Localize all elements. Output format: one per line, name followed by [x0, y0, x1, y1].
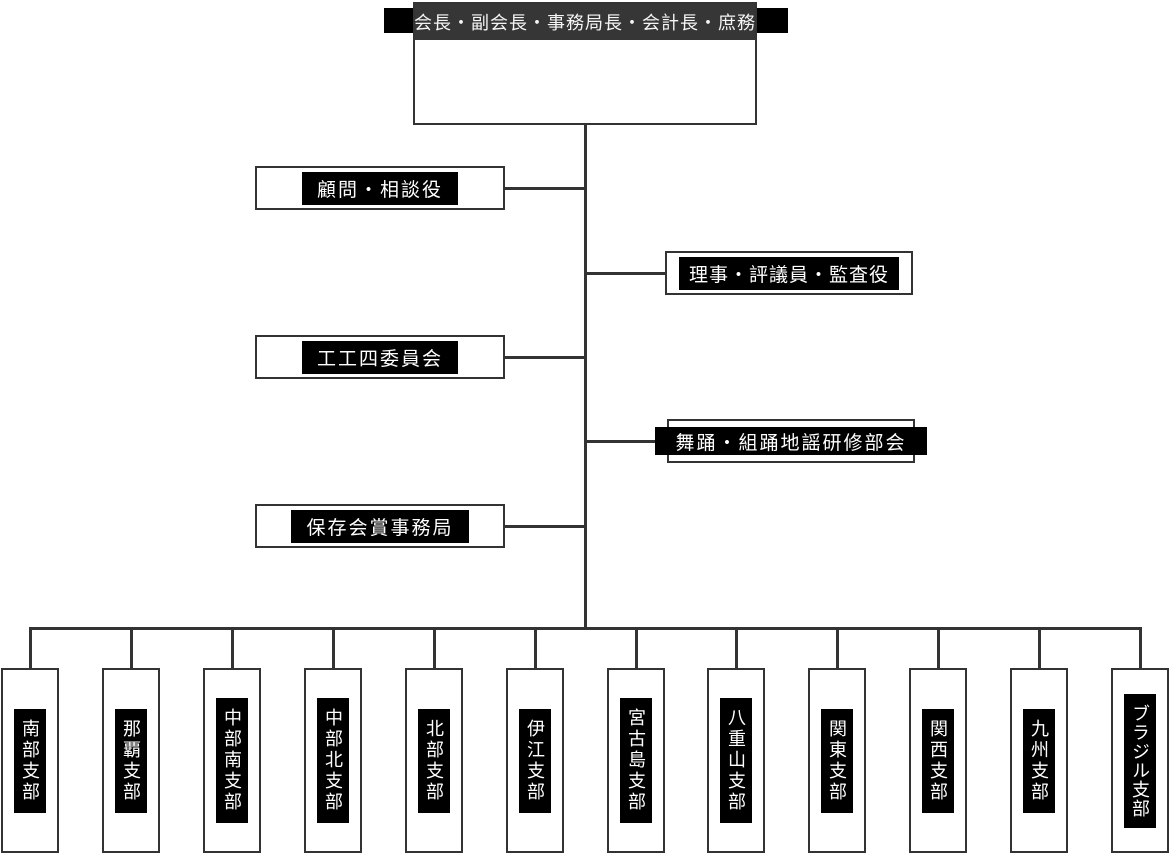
branch-label: ブラジル支部	[1124, 693, 1156, 828]
branch-yaeyama: 八重山支部	[707, 668, 765, 853]
branch-hokubu: 北部支部	[405, 668, 463, 853]
connector-advisors	[505, 187, 585, 190]
node-directors: 理事・評議員・監査役	[665, 251, 913, 295]
branch-stub	[735, 627, 738, 668]
branch-chubu-minami: 中部南支部	[203, 668, 261, 853]
branch-label: 北部支部	[418, 708, 450, 813]
branch-label: 南部支部	[14, 708, 46, 813]
trunk-line	[584, 123, 587, 630]
branch-stub	[29, 627, 32, 668]
connector-kunkunshi	[505, 356, 585, 359]
connector-dance	[585, 440, 665, 443]
branch-label: 関西支部	[922, 708, 954, 813]
node-dance-training-label: 舞踊・組踊地謡研修部会	[655, 427, 927, 455]
branch-label: 中部南支部	[216, 698, 248, 823]
branch-ie: 伊江支部	[506, 668, 564, 853]
node-dance-training: 舞踊・組踊地謡研修部会	[655, 419, 927, 463]
branch-chubu-kita: 中部北支部	[304, 668, 362, 853]
branch-label: 八重山支部	[720, 698, 752, 823]
branch-kanto: 関東支部	[808, 668, 866, 853]
branch-kyushu: 九州支部	[1010, 668, 1068, 853]
branch-stub	[433, 627, 436, 668]
branch-stub	[836, 627, 839, 668]
branch-stub	[635, 627, 638, 668]
branch-nanbu: 南部支部	[1, 668, 59, 853]
connector-directors	[585, 272, 665, 275]
branch-naha: 那覇支部	[102, 668, 160, 853]
branch-kansai: 関西支部	[909, 668, 967, 853]
branch-brazil: ブラジル支部	[1111, 668, 1169, 853]
branch-label: 那覇支部	[115, 708, 147, 813]
branch-stub	[1038, 627, 1041, 668]
branch-stub	[332, 627, 335, 668]
branch-stub	[231, 627, 234, 668]
branch-miyakojima: 宮古島支部	[607, 668, 665, 853]
branch-label: 中部北支部	[317, 698, 349, 823]
branch-stub	[534, 627, 537, 668]
branch-stub	[1139, 627, 1142, 668]
root-node-label: 会長・副会長・事務局長・会計長・庶務	[414, 4, 755, 40]
node-award-office: 保存会賞事務局	[255, 504, 505, 548]
node-kunkunshi-committee-label: 工工四委員会	[301, 340, 458, 374]
node-advisors-label: 顧問・相談役	[301, 171, 458, 205]
branch-label: 関東支部	[821, 708, 853, 813]
node-award-office-label: 保存会賞事務局	[291, 509, 469, 543]
node-directors-label: 理事・評議員・監査役	[678, 256, 899, 290]
branch-distribution-line	[29, 627, 1142, 630]
connector-award	[505, 525, 585, 528]
branch-label: 伊江支部	[519, 708, 551, 813]
branch-stub	[130, 627, 133, 668]
node-advisors: 顧問・相談役	[255, 166, 505, 210]
node-kunkunshi-committee: 工工四委員会	[255, 335, 505, 379]
branch-stub	[937, 627, 940, 668]
branch-label: 宮古島支部	[620, 698, 652, 823]
branch-label: 九州支部	[1023, 708, 1055, 813]
root-node: 会長・副会長・事務局長・会計長・庶務	[413, 2, 757, 125]
